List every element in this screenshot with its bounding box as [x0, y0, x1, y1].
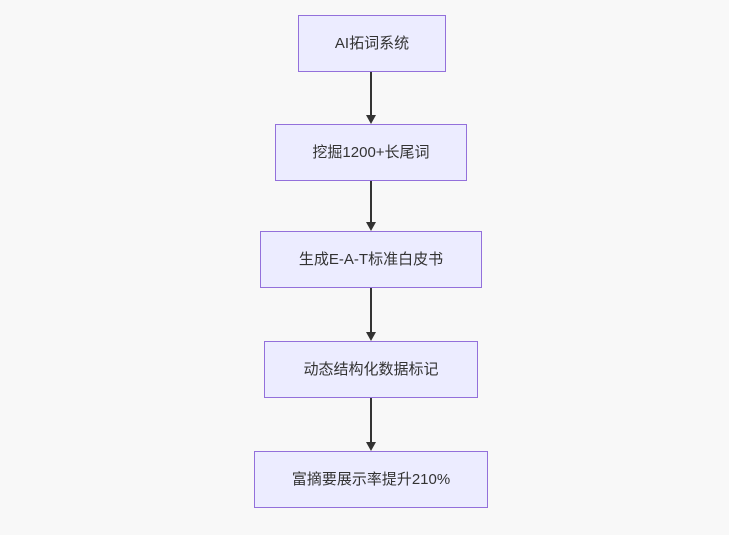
arrow-line	[370, 72, 372, 116]
flowchart-node: AI拓词系统	[298, 15, 446, 72]
node-label: AI拓词系统	[334, 34, 410, 52]
arrowhead-icon	[366, 115, 376, 124]
flowchart-node: 生成E-A-T标准白皮书	[260, 231, 482, 288]
node-label: 挖掘1200+长尾词	[312, 143, 430, 161]
flowchart-arrow-down	[366, 72, 376, 124]
flowchart-node: 动态结构化数据标记	[264, 341, 478, 398]
arrowhead-icon	[366, 442, 376, 451]
arrowhead-icon	[366, 332, 376, 341]
arrow-line	[370, 288, 372, 333]
flowchart-arrow-down	[366, 398, 376, 451]
flowchart-node: 挖掘1200+长尾词	[275, 124, 467, 181]
node-label: 生成E-A-T标准白皮书	[298, 250, 444, 268]
node-label: 富摘要展示率提升210%	[291, 470, 451, 488]
node-label: 动态结构化数据标记	[303, 360, 439, 378]
arrowhead-icon	[366, 222, 376, 231]
flowchart-arrow-down	[366, 181, 376, 231]
flowchart-node: 富摘要展示率提升210%	[254, 451, 488, 508]
arrow-line	[370, 398, 372, 443]
arrow-line	[370, 181, 372, 223]
flowchart-arrow-down	[366, 288, 376, 341]
